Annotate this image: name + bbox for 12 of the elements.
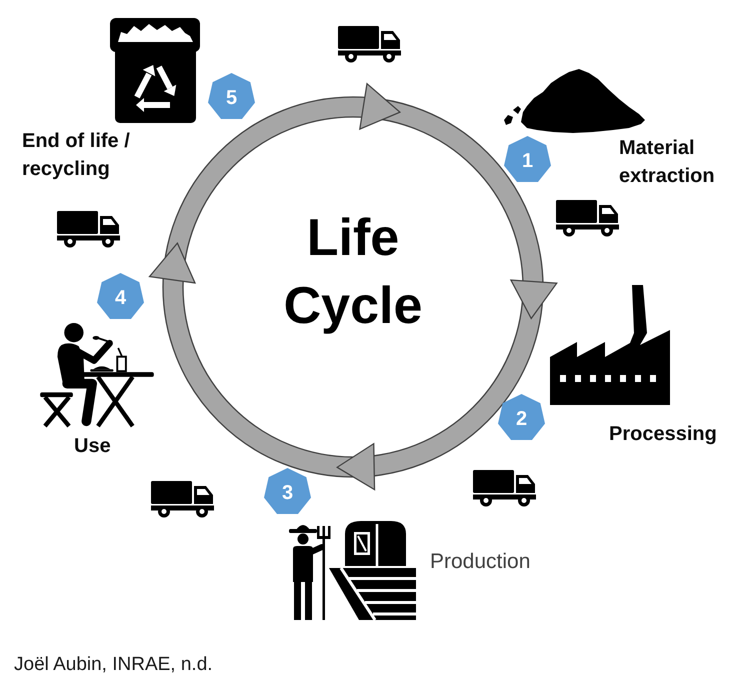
step-badge: 5	[208, 73, 255, 119]
stage-label: Processing	[609, 422, 718, 447]
stage-label: Production	[430, 549, 532, 575]
step-badge: 4	[97, 273, 144, 319]
step-badge: 3	[264, 468, 311, 514]
credit-line: Joël Aubin, INRAE, n.d.	[14, 653, 213, 677]
stage-label: End of life / recycling	[22, 129, 131, 182]
stage-label: Material extraction	[619, 136, 716, 189]
step-badge: 1	[504, 136, 551, 182]
step-badge: 2	[498, 394, 545, 440]
diagram-title: Life Cycle	[282, 208, 424, 337]
stage-label: Use	[74, 434, 112, 459]
